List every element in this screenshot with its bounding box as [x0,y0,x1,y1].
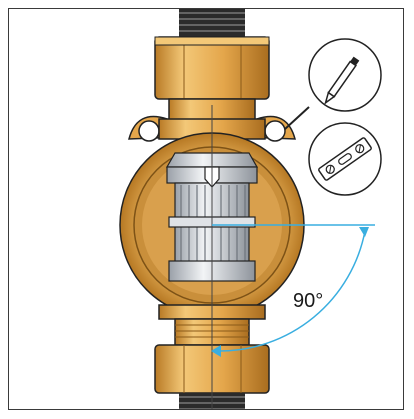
pencil-icon [308,38,382,112]
spirit-level-icon [308,122,382,196]
diagram-frame: 90° [8,8,404,410]
leader-line [284,106,310,130]
angle-guide: 90° [211,224,375,357]
angle-label: 90° [293,290,323,312]
valve-installation-diagram: 90° [119,9,382,409]
top-thread [179,9,245,37]
top-nut [154,36,270,100]
